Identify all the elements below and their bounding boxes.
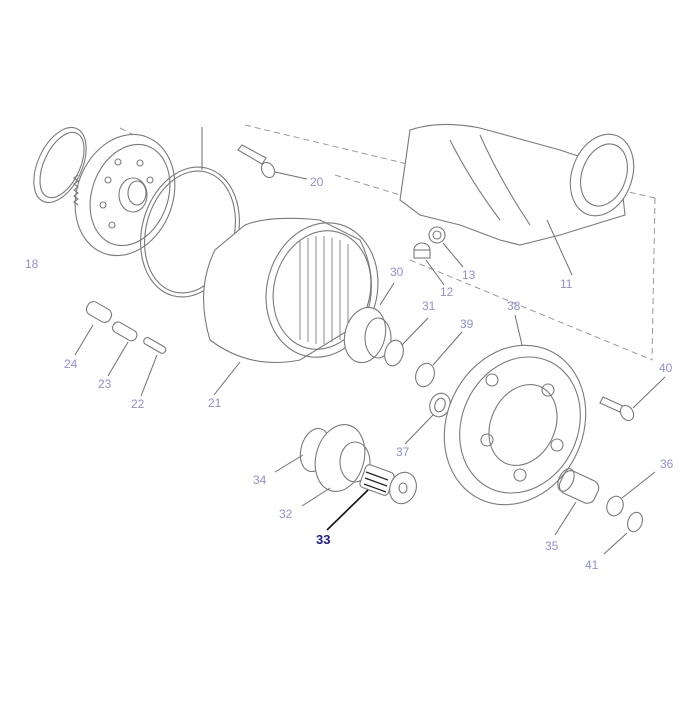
- part-39-cap: [415, 331, 463, 388]
- part-31-bushing: [384, 317, 429, 367]
- part-label-37[interactable]: 37: [396, 445, 410, 459]
- part-20-bolt: [237, 144, 308, 180]
- part-18-carrier-plate: [33, 127, 176, 257]
- part-35-planet-shaft: [554, 468, 600, 536]
- part-label-23[interactable]: 23: [98, 377, 112, 391]
- part-21-ring-gear: [203, 217, 379, 396]
- part-30-planet-gear: [343, 282, 395, 364]
- part-label-24[interactable]: 24: [64, 357, 78, 371]
- part-38-planet-carrier: [443, 314, 587, 506]
- part-label-40[interactable]: 40: [659, 361, 673, 375]
- part-41-circlip: [603, 511, 643, 555]
- part-11-housing: [399, 123, 635, 276]
- part-13-washer: [428, 226, 464, 268]
- part-24-pin: [74, 301, 113, 356]
- part-label-39[interactable]: 39: [460, 317, 474, 331]
- part-36-o-ring: [606, 471, 656, 517]
- part-label-13[interactable]: 13: [462, 268, 476, 282]
- part-12-plug: [413, 242, 445, 286]
- part-40-bolt: [599, 376, 666, 422]
- part-label-18[interactable]: 18: [25, 257, 39, 271]
- part-label-34[interactable]: 34: [253, 473, 267, 487]
- part-label-31[interactable]: 31: [422, 299, 436, 313]
- part-32-planet-gear: [301, 424, 371, 507]
- part-label-11[interactable]: 11: [560, 277, 573, 291]
- part-label-12[interactable]: 12: [440, 285, 454, 299]
- part-22-pin: [140, 336, 167, 397]
- part-label-32[interactable]: 32: [279, 507, 293, 521]
- part-label-30[interactable]: 30: [390, 265, 404, 279]
- part-label-35[interactable]: 35: [545, 539, 559, 553]
- part-label-41[interactable]: 41: [585, 558, 599, 572]
- part-label-38[interactable]: 38: [507, 299, 521, 313]
- part-label-21[interactable]: 21: [208, 396, 222, 410]
- part-23-pin: [107, 321, 138, 377]
- part-label-20[interactable]: 20: [310, 175, 324, 189]
- part-label-36[interactable]: 36: [660, 457, 674, 471]
- part-label-33-highlighted[interactable]: 33: [316, 532, 331, 547]
- thrust-washer: [389, 471, 417, 505]
- part-label-22[interactable]: 22: [131, 397, 145, 411]
- part-37-seal: [404, 392, 451, 445]
